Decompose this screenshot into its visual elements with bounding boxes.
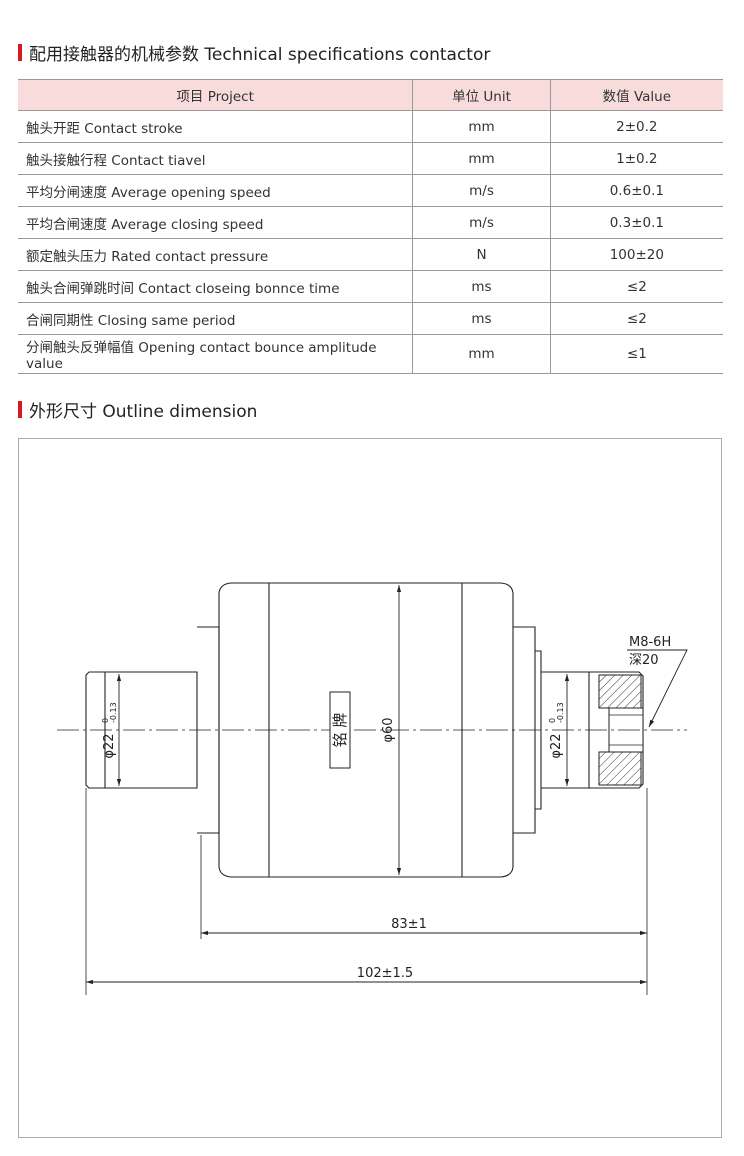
cell-unit: N bbox=[412, 238, 551, 271]
cell-unit: ms bbox=[412, 302, 551, 335]
body-dia-label: φ60 bbox=[381, 717, 396, 742]
dim-83-label: 83±1 bbox=[391, 917, 427, 932]
cell-unit: m/s bbox=[412, 174, 551, 207]
spec-table: 项目 Project 单位 Unit 数值 Value 触头开距 Contact… bbox=[18, 79, 723, 374]
nameplate-box bbox=[329, 691, 351, 769]
section-marker bbox=[18, 401, 22, 418]
header-value: 数值 Value bbox=[549, 79, 723, 111]
table-row: 平均合闸速度 Average closing speed m/s 0.3±0.1 bbox=[18, 206, 723, 239]
cell-project: 触头开距 Contact stroke bbox=[18, 110, 413, 143]
cell-value: 0.6±0.1 bbox=[549, 174, 723, 207]
table-row: 触头接触行程 Contact tiavel mm 1±0.2 bbox=[18, 142, 723, 175]
table-header-row: 项目 Project 单位 Unit 数值 Value bbox=[18, 79, 723, 111]
cell-project: 额定触头压力 Rated contact pressure bbox=[18, 238, 413, 271]
cell-project: 合闸同期性 Closing same period bbox=[18, 302, 413, 335]
cell-value: ≤1 bbox=[549, 334, 723, 374]
outline-section-title: 外形尺寸 Outline dimension bbox=[18, 397, 257, 422]
header-unit: 单位 Unit bbox=[412, 79, 551, 111]
thread-leader bbox=[627, 649, 688, 728]
cell-value: 2±0.2 bbox=[549, 110, 723, 143]
left-dia-label: φ22 0 -0.13 bbox=[101, 702, 118, 758]
cell-project: 触头接触行程 Contact tiavel bbox=[18, 142, 413, 175]
section-marker bbox=[18, 44, 22, 61]
outline-title-text: 外形尺寸 Outline dimension bbox=[29, 402, 258, 422]
cell-unit: mm bbox=[412, 110, 551, 143]
cell-unit: ms bbox=[412, 270, 551, 303]
right-dia-label: φ22 0 -0.13 bbox=[548, 702, 565, 758]
cell-project: 平均分闸速度 Average opening speed bbox=[18, 174, 413, 207]
cell-unit: m/s bbox=[412, 206, 551, 239]
svg-text:φ60: φ60 bbox=[381, 717, 396, 742]
left-stud bbox=[85, 671, 198, 789]
svg-text:铭 牌: 铭 牌 bbox=[331, 713, 349, 748]
table-row: 触头合闸弹跳时间 Contact closeing bonnce time ms… bbox=[18, 270, 723, 303]
svg-text:0: 0 bbox=[548, 718, 557, 723]
thread-hatch-top bbox=[598, 674, 642, 709]
outline-drawing-frame: φ22 0 -0.13 φ60 φ22 0 -0.13 铭 牌 M8-6H 深2… bbox=[18, 438, 722, 1138]
dim-102-label: 102±1.5 bbox=[357, 966, 413, 981]
svg-text:-0.13: -0.13 bbox=[556, 702, 565, 723]
cell-value: 1±0.2 bbox=[549, 142, 723, 175]
main-body bbox=[218, 582, 514, 878]
thread-depth-label: 深20 bbox=[629, 653, 659, 668]
cell-project: 分闸触头反弹幅值 Opening contact bounce amplitud… bbox=[18, 334, 413, 374]
table-row: 合闸同期性 Closing same period ms ≤2 bbox=[18, 302, 723, 335]
cell-project: 触头合闸弹跳时间 Contact closeing bonnce time bbox=[18, 270, 413, 303]
header-project: 项目 Project bbox=[18, 79, 413, 111]
table-row: 触头开距 Contact stroke mm 2±0.2 bbox=[18, 110, 723, 143]
table-row: 额定触头压力 Rated contact pressure N 100±20 bbox=[18, 238, 723, 271]
cell-value: 100±20 bbox=[549, 238, 723, 271]
thread-label: M8-6H bbox=[629, 635, 671, 650]
nameplate-label: 铭 牌 bbox=[331, 713, 349, 748]
cell-project: 平均合闸速度 Average closing speed bbox=[18, 206, 413, 239]
table-row: 平均分闸速度 Average opening speed m/s 0.6±0.1 bbox=[18, 174, 723, 207]
cell-value: ≤2 bbox=[549, 302, 723, 335]
spec-section-title: 配用接触器的机械参数 Technical specifications cont… bbox=[18, 40, 490, 65]
cell-value: ≤2 bbox=[549, 270, 723, 303]
table-row: 分闸触头反弹幅值 Opening contact bounce amplitud… bbox=[18, 334, 723, 374]
thread-hatch-bottom bbox=[598, 751, 642, 786]
svg-text:-0.13: -0.13 bbox=[109, 702, 118, 723]
cell-value: 0.3±0.1 bbox=[549, 206, 723, 239]
spec-title-text: 配用接触器的机械参数 Technical specifications cont… bbox=[29, 45, 491, 65]
svg-text:0: 0 bbox=[101, 718, 110, 723]
svg-text:φ22: φ22 bbox=[549, 733, 564, 758]
outline-drawing: φ22 0 -0.13 φ60 φ22 0 -0.13 铭 牌 M8-6H 深2… bbox=[57, 582, 688, 995]
cell-unit: mm bbox=[412, 142, 551, 175]
cell-unit: mm bbox=[412, 334, 551, 374]
svg-text:φ22: φ22 bbox=[102, 733, 117, 758]
